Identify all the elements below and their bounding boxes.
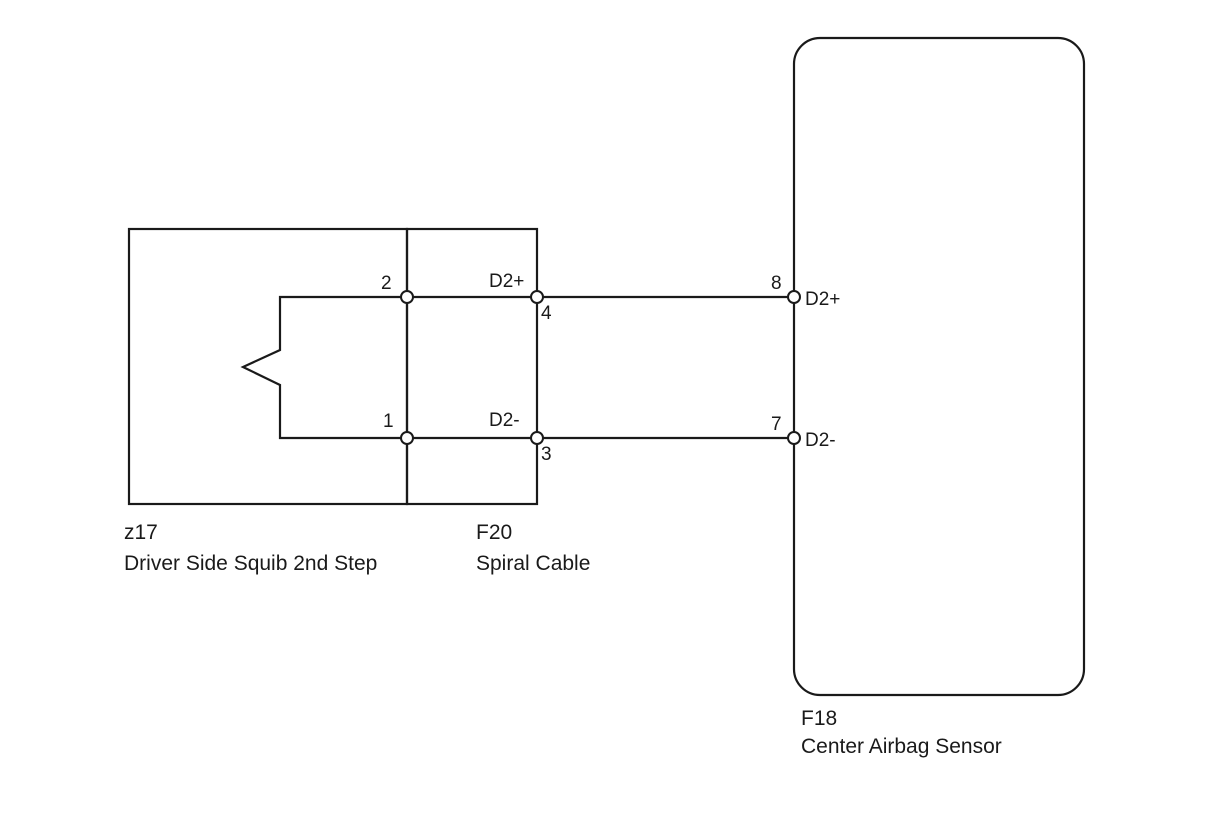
spiral-pin-4-number: 4 [541, 303, 552, 324]
sensor-pin-7 [787, 431, 801, 445]
airbag-sensor-component-box [792, 36, 1086, 697]
spiral-cable-component-box [405, 227, 539, 506]
squib-code-label: z17 [124, 521, 158, 544]
spiral-signal-d2-minus: D2- [489, 410, 520, 431]
spiral-cable-code-label: F20 [476, 521, 512, 544]
airbag-sensor-code-label: F18 [801, 707, 837, 730]
squib-pin-1 [400, 431, 414, 445]
airbag-sensor-name-label: Center Airbag Sensor [801, 735, 1002, 758]
spiral-signal-d2-plus: D2+ [489, 271, 524, 292]
spiral-pin-3-number: 3 [541, 444, 552, 465]
sensor-pin-7-number: 7 [771, 414, 782, 435]
spiral-pin-3 [530, 431, 544, 445]
squib-pin-1-number: 1 [383, 411, 394, 432]
spiral-pin-4 [530, 290, 544, 304]
sensor-pin-8 [787, 290, 801, 304]
spiral-cable-name-label: Spiral Cable [476, 552, 590, 575]
sensor-signal-d2-plus: D2+ [805, 289, 840, 310]
squib-pin-2-number: 2 [381, 273, 392, 294]
sensor-pin-8-number: 8 [771, 273, 782, 294]
squib-element-symbol [240, 295, 407, 440]
squib-component-box [127, 227, 409, 506]
squib-pin-2 [400, 290, 414, 304]
sensor-signal-d2-minus: D2- [805, 430, 836, 451]
squib-name-label: Driver Side Squib 2nd Step [124, 552, 377, 575]
